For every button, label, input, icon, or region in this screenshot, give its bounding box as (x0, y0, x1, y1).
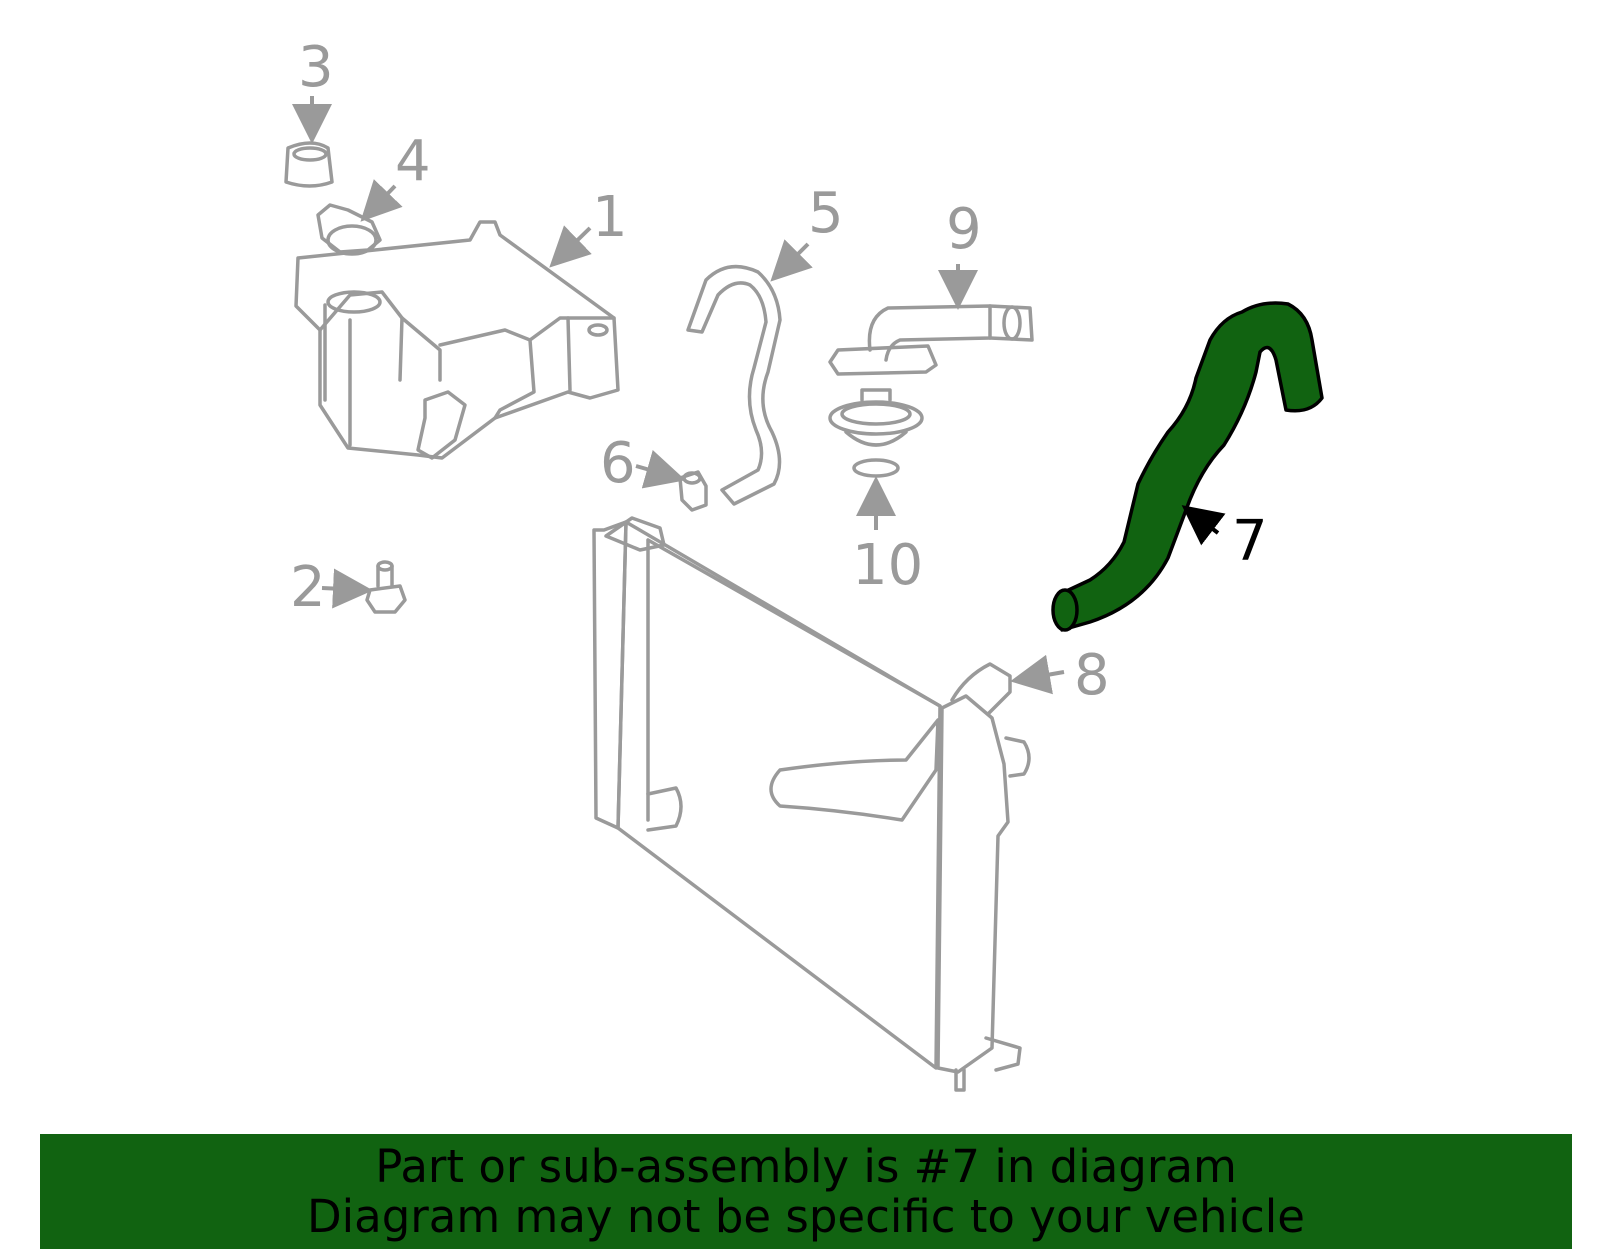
radiator (592, 516, 1031, 1092)
callout-4: 4 (395, 129, 431, 194)
callout-8: 8 (1074, 643, 1110, 708)
banner-line-disclaimer: Diagram may not be specific to your vehi… (307, 1189, 1305, 1243)
banner-line-part: Part or sub-assembly is #7 in diagram (375, 1139, 1237, 1193)
hose-clamp (678, 470, 708, 512)
thermostat-housing (828, 304, 1034, 376)
callout-7: 7 (1232, 509, 1268, 574)
reservoir-tank (294, 203, 620, 460)
bolt (365, 560, 407, 614)
radiator-outlet-hose (1058, 301, 1324, 632)
leader-lines (292, 96, 1226, 695)
callout-6: 6 (600, 431, 636, 496)
callout-3: 3 (298, 35, 334, 100)
callout-1: 1 (592, 185, 628, 250)
callout-10: 10 (852, 533, 923, 598)
hose-end-opening (1051, 588, 1079, 632)
callout-5: 5 (808, 181, 844, 246)
info-banner: Part or sub-assembly is #7 in diagram Di… (40, 1134, 1572, 1249)
callout-9: 9 (946, 197, 982, 262)
callout-2: 2 (290, 555, 326, 620)
thermostat (828, 388, 924, 478)
bypass-hose (686, 264, 782, 506)
reservoir-cap (284, 141, 334, 188)
